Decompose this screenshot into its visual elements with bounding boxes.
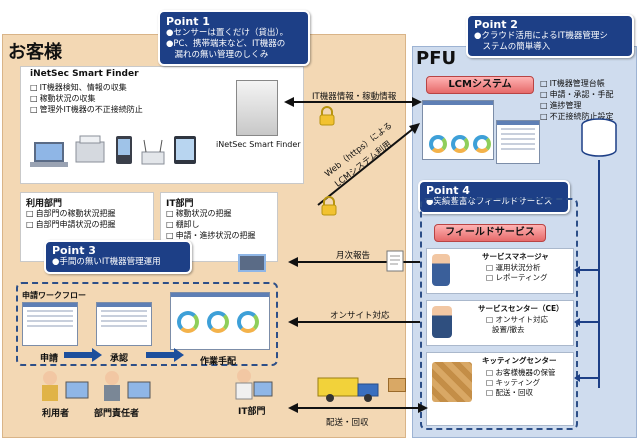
kitting-center-item-3: □ 配送・回収 (486, 388, 533, 397)
service-center-item-1: □ オンサイト対応 (486, 315, 548, 324)
workflow-region (16, 282, 278, 366)
chart-donut-icon (473, 135, 491, 153)
user-dept-item-1: 自部門の稼動状況把握 (26, 208, 116, 219)
finder-item-3: 管理外IT機器の不正接続防止 (30, 104, 143, 115)
report-document-icon (386, 250, 404, 272)
point1-line-1: ●センサーは置くだけ（貸出）。 (166, 28, 289, 38)
chart-donut-icon (237, 311, 259, 333)
field-service-button: フィールドサービス (434, 224, 546, 242)
point3-title: Point 3 (52, 244, 96, 257)
sensor-device-label: iNetSec Smart Finder (216, 140, 301, 149)
wireless-icon (141, 139, 165, 165)
point2-line-1: ●クラウド活用によるIT機器管理シ (474, 31, 608, 41)
arrow-right-icon (146, 348, 184, 362)
user-person-label: 利用者 (42, 409, 70, 419)
lcm-item-4: 不正接続防止設定 (540, 111, 614, 122)
service-engineer-person-icon (432, 306, 452, 338)
point2-callout: Point 2 ●クラウド活用によるIT機器管理シ ステムの簡単導入 (466, 14, 634, 58)
lock-icon (319, 106, 335, 126)
it-info-label: IT機器情報・稼動情報 (312, 92, 397, 102)
it-dept-heading: IT部門 (166, 199, 194, 209)
it-dept-laptop-icon (238, 254, 266, 272)
point1-line-3: 漏れの無い管理のしくみ (166, 50, 269, 60)
workflow-heading: 申請ワークフロー (22, 291, 86, 300)
lcm-item-3: 進捗管理 (540, 100, 582, 111)
workflow-apply-label: 申請 (40, 354, 59, 364)
finder-heading: iNetSec Smart Finder (30, 69, 139, 79)
lock-icon (321, 196, 337, 216)
database-icon (581, 118, 617, 157)
service-connectors (574, 266, 600, 382)
point4-title: Point 4 (426, 184, 470, 197)
lcm-list-screen (496, 120, 540, 164)
monthly-report-label: 月次報告 (336, 251, 371, 261)
delivery-label: 配送・回収 (326, 418, 369, 428)
chart-donut-icon (207, 311, 229, 333)
delivery-truck-icon (317, 377, 379, 402)
approve-screen (96, 302, 152, 346)
chart-donut-icon (451, 135, 469, 153)
laptop-icon (30, 142, 68, 167)
point3-callout: Point 3 ●手間の無いIT機器管理運用 (44, 240, 192, 274)
it-person-label: IT部門 (238, 407, 266, 417)
it-dept-item-1: 稼動状況の把握 (166, 208, 232, 219)
arrow-right-icon (64, 348, 102, 362)
user-person-icon (42, 371, 89, 401)
workflow-approve-label: 承認 (110, 354, 129, 364)
procedure-screen (170, 292, 270, 350)
pfu-title: PFU (416, 48, 457, 69)
kitting-center-title: キッティングセンター (482, 356, 557, 365)
apply-screen (22, 302, 78, 346)
warehouse-boxes-icon (432, 362, 472, 402)
point4-callout: Point 4 ●実績豊富なフィールドサービス (418, 180, 570, 214)
service-manager-item-2: □ レポーティング (486, 273, 548, 282)
service-manager-item-1: □ 運用状況分析 (486, 263, 541, 272)
it-dept-item-3: 申請・進捗状況の把握 (166, 230, 256, 241)
point4-line-1: ●実績豊富なフィールドサービス (426, 197, 553, 207)
manager-person-icon (104, 371, 151, 401)
user-dept-heading: 利用部門 (26, 199, 63, 209)
customer-title: お客様 (8, 42, 62, 63)
kitting-center-item-2: □ キッティング (486, 378, 541, 387)
finder-item-2: 稼動状況の収集 (30, 93, 96, 104)
lcm-dashboard-screen (422, 100, 494, 160)
tablet-icon (174, 136, 196, 164)
devices-illustration (30, 135, 196, 167)
service-center-title: サービスセンター（CE） (478, 304, 564, 313)
user-dept-item-2: 自部門申請状況の把握 (26, 219, 116, 230)
onsite-label: オンサイト対応 (330, 311, 390, 321)
pda-icon (116, 136, 132, 164)
point1-callout: Point 1 ●センサーは置くだけ（貸出）。 ●PC、携帯端末など、IT機器の… (158, 10, 310, 66)
service-center-item-2: 設置/撤去 (492, 325, 525, 334)
chart-donut-icon (429, 135, 447, 153)
service-manager-box (426, 248, 574, 294)
sensor-device-icon (236, 80, 278, 136)
it-dept-item-2: 棚卸し (166, 219, 200, 230)
package-icon (388, 378, 406, 392)
workflow-arrows (64, 348, 184, 362)
point1-title: Point 1 (166, 15, 210, 28)
field-service-region (420, 198, 578, 430)
db-connector-line (598, 160, 600, 388)
service-manager-person-icon (432, 254, 450, 286)
chart-donut-icon (177, 311, 199, 333)
kitting-center-item-1: □ お客様機器の保管 (486, 368, 556, 377)
lcm-item-2: 申請・承認・手配 (540, 89, 614, 100)
point3-line-1: ●手間の無いIT機器管理運用 (52, 257, 161, 267)
service-manager-title: サービスマネージャ (482, 252, 549, 261)
finder-item-1: IT機器検知、情報の収集 (30, 82, 127, 93)
workflow-procedure-label: 作業手配 (200, 357, 237, 367)
point2-title: Point 2 (474, 18, 518, 31)
manager-person-label: 部門責任者 (94, 409, 140, 419)
lcm-system-button: LCMシステム (426, 76, 534, 94)
lcm-item-1: IT機器管理台帳 (540, 78, 605, 89)
it-person-icon (235, 369, 273, 400)
point1-line-2: ●PC、携帯端末など、IT機器の (166, 39, 286, 49)
printer-icon (75, 135, 105, 163)
point2-line-2: ステムの簡単導入 (474, 42, 551, 52)
